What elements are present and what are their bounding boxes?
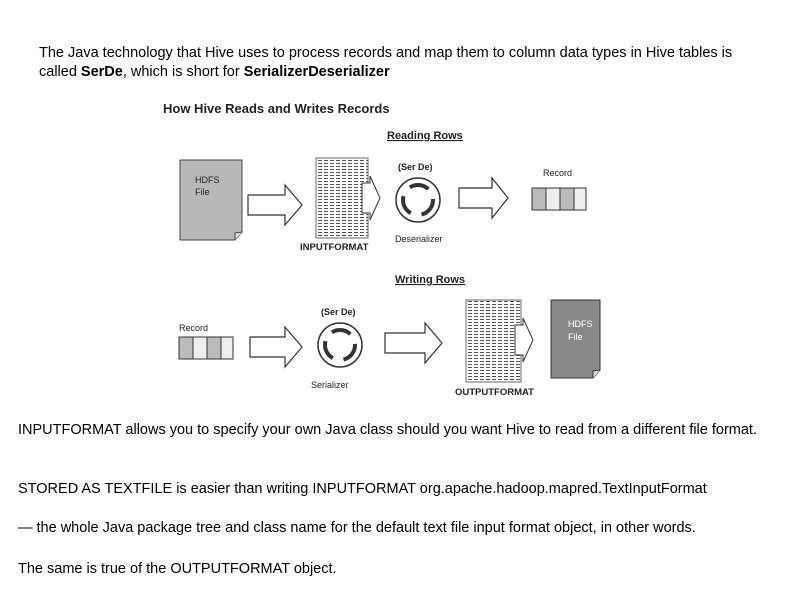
hdfs-file-label-line2: File bbox=[568, 332, 583, 342]
intro-text-2: , which is short for bbox=[122, 64, 244, 80]
inputformat-page-icon bbox=[315, 157, 381, 239]
intro-paragraph: The Java technology that Hive uses to pr… bbox=[39, 44, 769, 82]
serializer-label: Serializer bbox=[311, 380, 349, 390]
serializer-deserializer-term: SerializerDeserializer bbox=[243, 64, 390, 80]
hdfs-file-label-line2: File bbox=[195, 187, 210, 197]
deserializer-label: Deserializer bbox=[395, 234, 443, 244]
record-cells-icon bbox=[178, 336, 234, 360]
recycle-icon bbox=[395, 177, 441, 223]
paragraph-stored-as-textfile: STORED AS TEXTFILE is easier than writin… bbox=[18, 481, 707, 497]
record-cells-icon bbox=[531, 187, 587, 211]
hdfs-file-icon bbox=[550, 299, 601, 379]
outputformat-label: OUTPUTFORMAT bbox=[455, 387, 534, 398]
arrow-right-icon bbox=[249, 325, 303, 369]
serde-label-reading: (Ser De) bbox=[398, 162, 433, 172]
reading-rows-heading: Reading Rows bbox=[387, 130, 463, 142]
intro-text-1: The Java technology that Hive uses to pr… bbox=[39, 45, 733, 80]
diagram-title: How Hive Reads and Writes Records bbox=[163, 101, 390, 116]
record-label-writing: Record bbox=[179, 323, 208, 333]
recycle-icon bbox=[317, 322, 363, 368]
outputformat-page-icon bbox=[465, 299, 534, 383]
writing-rows-heading: Writing Rows bbox=[395, 274, 465, 286]
paragraph-outputformat: The same is true of the OUTPUTFORMAT obj… bbox=[18, 561, 337, 577]
serde-term: SerDe bbox=[80, 64, 123, 80]
serde-label-writing: (Ser De) bbox=[321, 307, 356, 317]
inputformat-label: INPUTFORMAT bbox=[300, 242, 369, 253]
arrow-right-icon bbox=[384, 321, 443, 365]
arrow-right-icon bbox=[458, 176, 509, 220]
record-label-reading: Record bbox=[543, 168, 572, 178]
hive-read-write-diagram: How Hive Reads and Writes Records Readin… bbox=[163, 101, 601, 398]
hdfs-file-icon bbox=[179, 159, 243, 241]
hdfs-file-label-line1: HDFS bbox=[195, 175, 220, 185]
hdfs-file-label-line1: HDFS bbox=[568, 319, 593, 329]
paragraph-inputformat: INPUTFORMAT allows you to specify your o… bbox=[18, 422, 757, 438]
arrow-right-icon bbox=[247, 183, 303, 227]
paragraph-package-tree: — the whole Java package tree and class … bbox=[18, 520, 696, 536]
